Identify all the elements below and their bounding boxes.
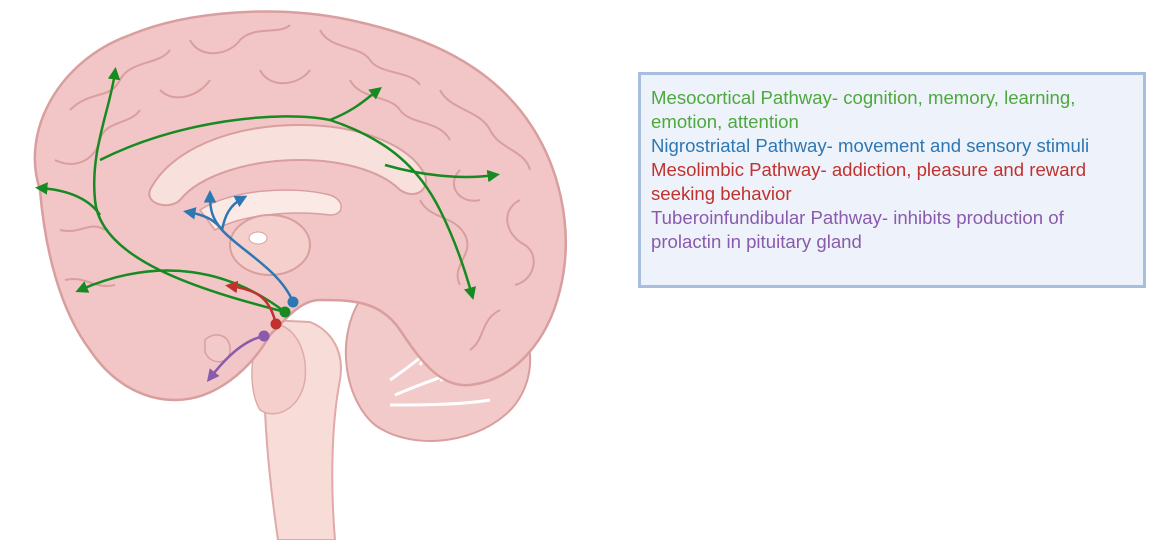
legend-item-mesolimbic: Mesolimbic Pathway- addiction, pleasure … [651,158,1133,206]
legend-item-mesocortical: Mesocortical Pathway- cognition, memory,… [651,86,1133,134]
brain-sagittal-diagram [0,0,600,540]
interthalamic-adhesion [249,232,267,244]
thalamus [230,215,310,275]
mesolimbic-origin-dot [271,319,282,330]
pathway-legend: Mesocortical Pathway- cognition, memory,… [638,72,1146,288]
legend-item-nigrostriatal: Nigrostriatal Pathway- movement and sens… [651,134,1133,158]
mesocortical-origin-dot [280,307,291,318]
legend-item-tuberoinfundibular: Tuberoinfundibular Pathway- inhibits pro… [651,206,1133,254]
nigrostriatal-origin-dot [288,297,299,308]
tuberoinfundibular-origin-dot [259,331,270,342]
